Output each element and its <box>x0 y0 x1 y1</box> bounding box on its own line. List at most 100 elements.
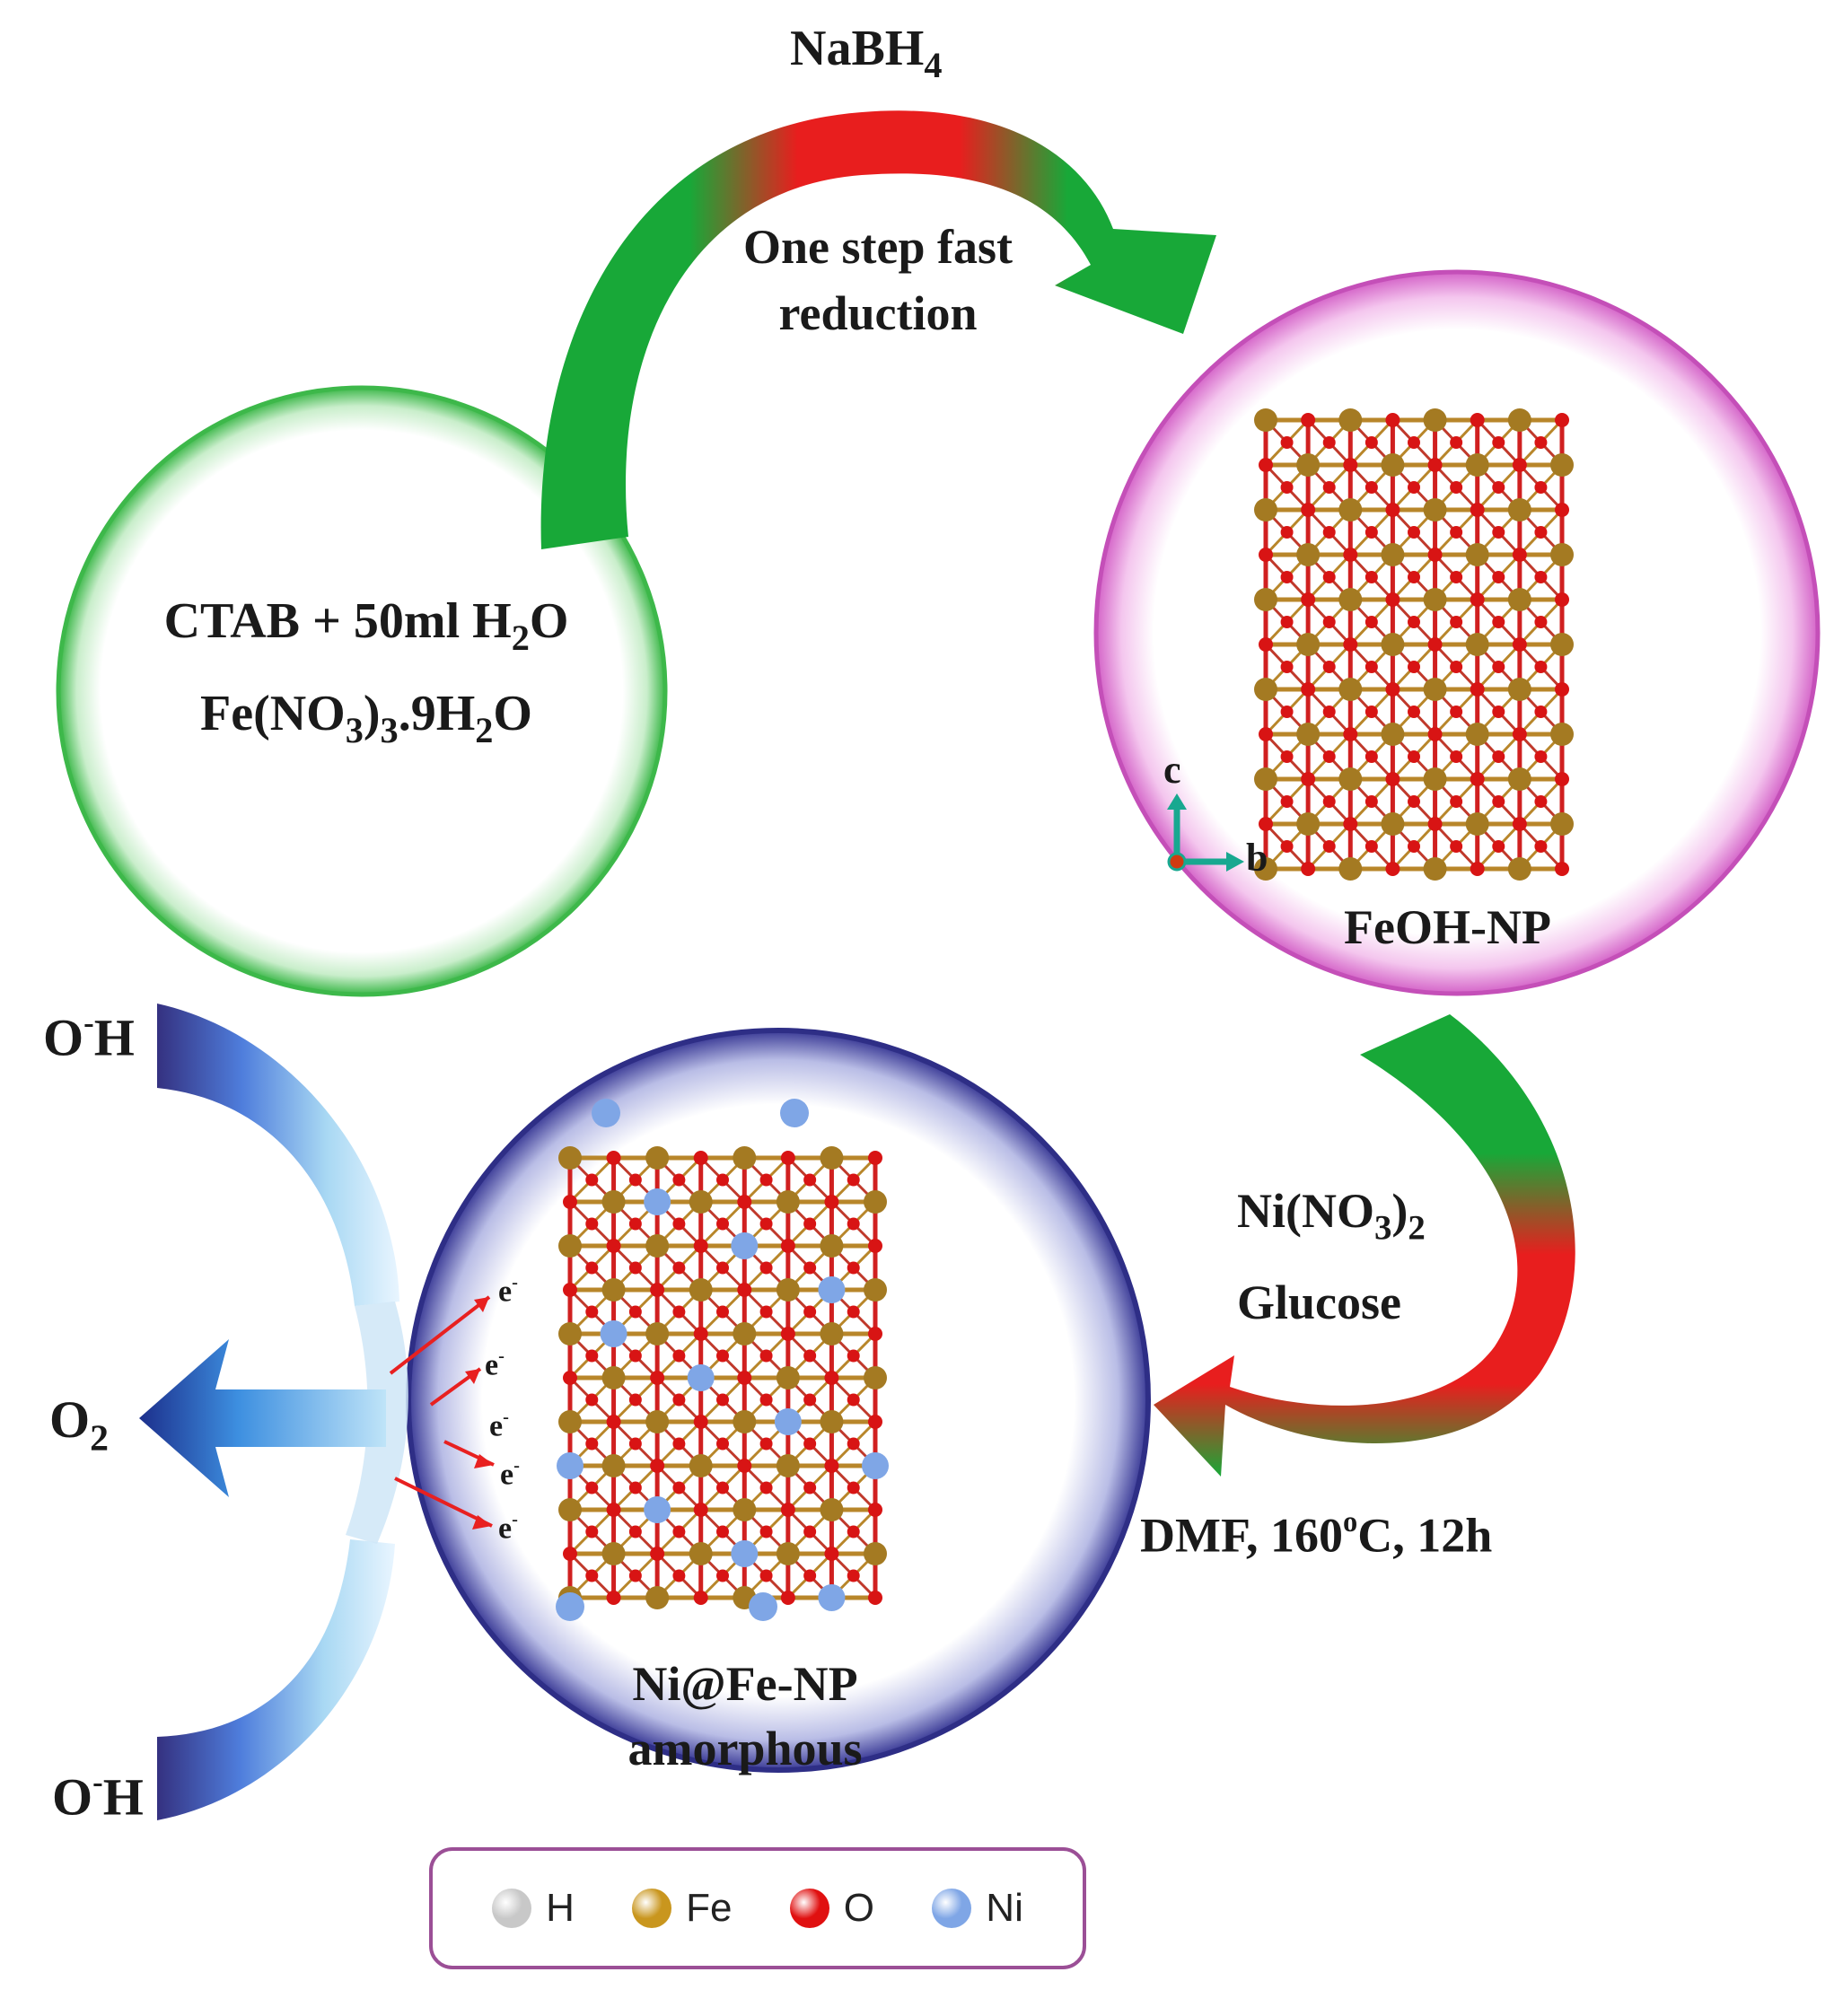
o-atom <box>1343 817 1358 831</box>
o-atom <box>606 1151 621 1165</box>
o-atom <box>1408 571 1420 583</box>
fe-atom <box>1550 543 1574 566</box>
o-atom <box>716 1217 729 1231</box>
fe-atom <box>776 1190 800 1214</box>
o-atom <box>847 1393 860 1407</box>
o-atom <box>693 1327 708 1341</box>
fe-atom <box>1423 498 1447 522</box>
o-atom <box>628 1305 642 1319</box>
o-atom <box>1555 682 1569 697</box>
o-atom <box>1555 772 1569 786</box>
o-atom <box>1492 795 1505 808</box>
o-atom <box>803 1173 817 1187</box>
reduction-step-label: One step fast reduction <box>743 220 1013 340</box>
o-atom <box>1385 592 1400 607</box>
oxygen-atom-icon <box>789 1889 829 1928</box>
iron-atom-icon <box>632 1889 672 1928</box>
o-atom <box>1450 661 1463 673</box>
o-atom <box>563 1283 577 1297</box>
o-atom <box>1343 548 1358 562</box>
fe-atom <box>1423 767 1447 791</box>
fe-atom <box>558 1498 582 1521</box>
o-atom <box>1534 661 1548 673</box>
o-atom <box>585 1393 599 1407</box>
o-atom <box>1385 772 1400 786</box>
ni-atom <box>592 1099 620 1127</box>
o-atom <box>716 1261 729 1275</box>
fe-atom <box>601 1454 626 1477</box>
o-atom <box>716 1437 729 1451</box>
o-atom <box>1280 795 1294 808</box>
o-atom <box>1555 862 1569 876</box>
fe-atom <box>864 1366 887 1389</box>
fe-atom <box>1338 857 1363 881</box>
o-atom <box>1343 637 1358 652</box>
o-atom <box>1492 706 1505 718</box>
o-atom <box>1365 571 1378 583</box>
o-atom <box>693 1591 708 1605</box>
o-atom <box>847 1261 860 1275</box>
fe-atom <box>776 1366 800 1389</box>
o-atom <box>1365 706 1378 718</box>
fe-atom <box>1338 408 1363 432</box>
o-atom <box>847 1305 860 1319</box>
o-atom <box>672 1349 686 1363</box>
o-atom <box>1322 571 1336 583</box>
o-atom <box>847 1217 860 1231</box>
fe-atom <box>1507 767 1531 791</box>
fe-atom <box>776 1278 800 1302</box>
o-atom <box>1322 750 1336 763</box>
fe-atom <box>864 1278 887 1302</box>
o-atom <box>1280 436 1294 449</box>
o-atom <box>1470 862 1485 876</box>
o-atom <box>847 1525 860 1538</box>
o-atom <box>1450 616 1463 628</box>
fe-atom <box>601 1190 626 1214</box>
o-atom <box>1259 637 1273 652</box>
legend-label: Ni <box>986 1886 1023 1930</box>
legend-item-h: H <box>492 1886 575 1931</box>
fe-atom <box>1381 543 1405 566</box>
legend-item-fe: Fe <box>632 1886 733 1931</box>
precursor-circle <box>56 385 668 997</box>
electron-label: e- <box>485 1346 505 1382</box>
ni-atom <box>774 1408 802 1435</box>
o-atom <box>1450 706 1463 718</box>
o-atom <box>1450 571 1463 583</box>
o-atom <box>1259 727 1273 741</box>
fe-atom <box>733 1498 757 1521</box>
electron-label: e- <box>498 1510 518 1546</box>
o-atom <box>693 1151 708 1165</box>
o-atom <box>1555 413 1569 427</box>
o-atom <box>1343 458 1358 472</box>
o-atom <box>824 1547 839 1561</box>
o-atom <box>847 1481 860 1494</box>
fe-atom <box>1254 857 1277 881</box>
o-atom <box>716 1393 729 1407</box>
o-atom <box>628 1349 642 1363</box>
fe-atom <box>820 1146 844 1170</box>
o-atom <box>585 1481 599 1494</box>
fe-atom <box>1465 633 1489 656</box>
o-atom <box>803 1349 817 1363</box>
o-atom <box>1408 706 1420 718</box>
o-atom <box>1280 750 1294 763</box>
o-atom <box>1512 727 1527 741</box>
o-atom <box>1280 526 1294 539</box>
o-atom <box>672 1569 686 1582</box>
o-atom <box>1408 436 1420 449</box>
o-atom <box>737 1459 752 1473</box>
o-atom <box>780 1327 795 1341</box>
o-atom <box>628 1437 642 1451</box>
fe-atom <box>1296 633 1321 656</box>
o-atom <box>847 1173 860 1187</box>
oer-process-graphic <box>139 1004 408 1820</box>
o-atom <box>868 1327 882 1341</box>
o-atom <box>803 1305 817 1319</box>
o2-arrow <box>139 1339 386 1497</box>
o-atom <box>585 1173 599 1187</box>
legend-item-o: O <box>789 1886 874 1931</box>
o-atom <box>1301 772 1316 786</box>
fe-atom <box>1507 588 1531 611</box>
fe-atom <box>601 1366 626 1389</box>
